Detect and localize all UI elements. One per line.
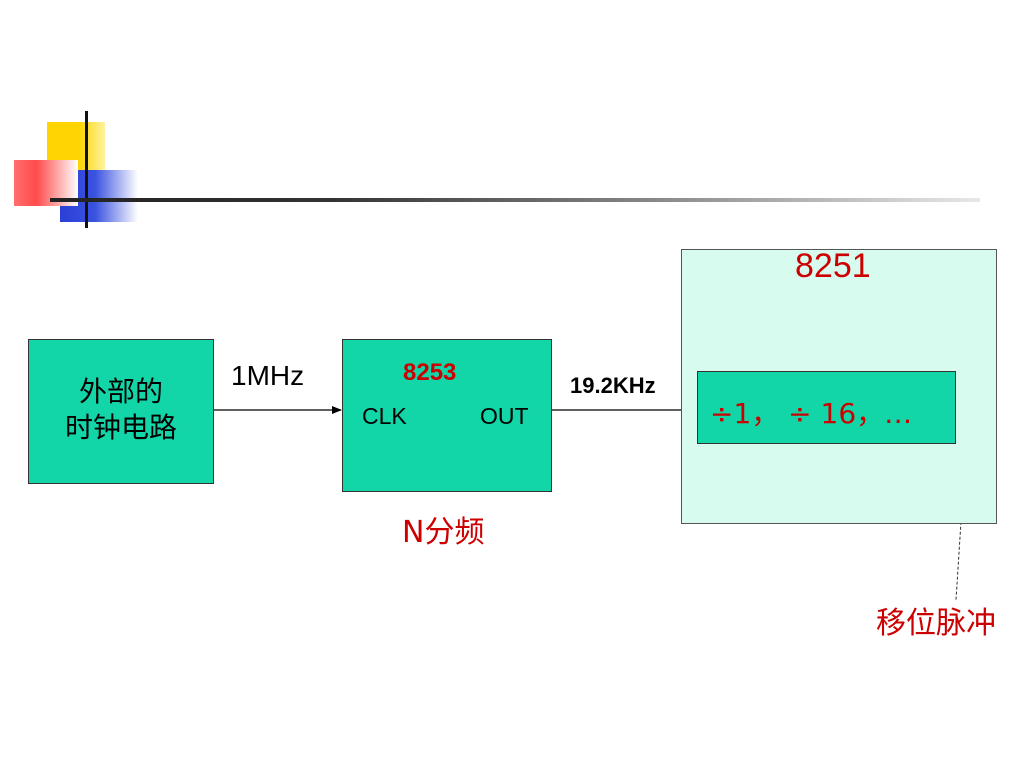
- clock-source-box: 外部的 时钟电路: [28, 339, 214, 484]
- n-divide-caption: N分频: [402, 515, 485, 550]
- output-frequency-label: 19.2KHz: [570, 373, 656, 398]
- divider-ratio-label: ÷1， ÷ 16，…: [710, 397, 913, 430]
- shift-pulse-annotation: 移位脉冲: [876, 606, 996, 641]
- counter-chip-name: 8253: [403, 359, 457, 386]
- clock-source-label: 外部的 时钟电路: [29, 374, 213, 446]
- clk-pin-label: CLK: [362, 403, 407, 429]
- out-pin-label: OUT: [480, 403, 529, 429]
- counter-8253-box: [342, 339, 552, 492]
- decor-vertical-line: [85, 111, 88, 228]
- clock-source-line1: 外部的: [78, 375, 163, 408]
- input-frequency-label: 1MHz: [231, 360, 305, 391]
- clock-source-line2: 时钟电路: [64, 411, 177, 444]
- divider-box: [697, 371, 956, 444]
- decor-horizontal-line: [50, 198, 980, 202]
- usart-chip-name: 8251: [795, 247, 871, 285]
